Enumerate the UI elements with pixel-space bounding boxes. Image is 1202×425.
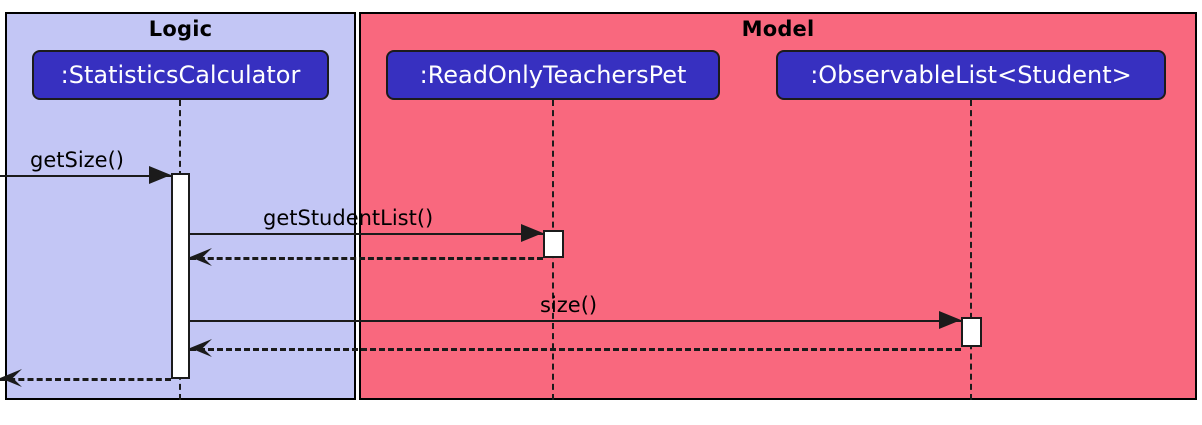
arrow-head-msg-getsize-return <box>0 369 22 387</box>
message-line-msg-getstudentlist <box>190 233 543 235</box>
activation-bar-act-list <box>961 317 982 347</box>
message-line-msg-getstudentlist-return <box>190 257 543 260</box>
lifeline-observablelist <box>970 100 972 400</box>
arrow-head-msg-getstudentlist <box>521 224 543 242</box>
activation-bar-act-calc <box>171 173 190 379</box>
group-title-model: Model <box>741 17 815 41</box>
message-line-msg-getsize <box>0 175 171 177</box>
message-line-msg-size <box>190 320 961 322</box>
group-title-logic: Logic <box>148 17 213 41</box>
message-label-msg-getsize: getSize() <box>30 148 124 172</box>
message-label-msg-getstudentlist: getStudentList() <box>263 206 434 230</box>
message-label-msg-size: size() <box>540 293 598 317</box>
message-line-msg-size-return <box>190 348 961 351</box>
arrow-head-msg-size-return <box>190 339 212 357</box>
arrow-head-msg-getstudentlist-return <box>190 248 212 266</box>
participant-statisticscalculator[interactable]: :StatisticsCalculator <box>32 50 329 100</box>
message-line-msg-getsize-return <box>0 378 171 381</box>
activation-bar-act-pet <box>543 230 564 258</box>
arrow-head-msg-getsize <box>149 166 171 184</box>
participant-readonlyteacherspet[interactable]: :ReadOnlyTeachersPet <box>386 50 720 100</box>
participant-observablelist[interactable]: :ObservableList<Student> <box>776 50 1166 100</box>
arrow-head-msg-size <box>939 311 961 329</box>
